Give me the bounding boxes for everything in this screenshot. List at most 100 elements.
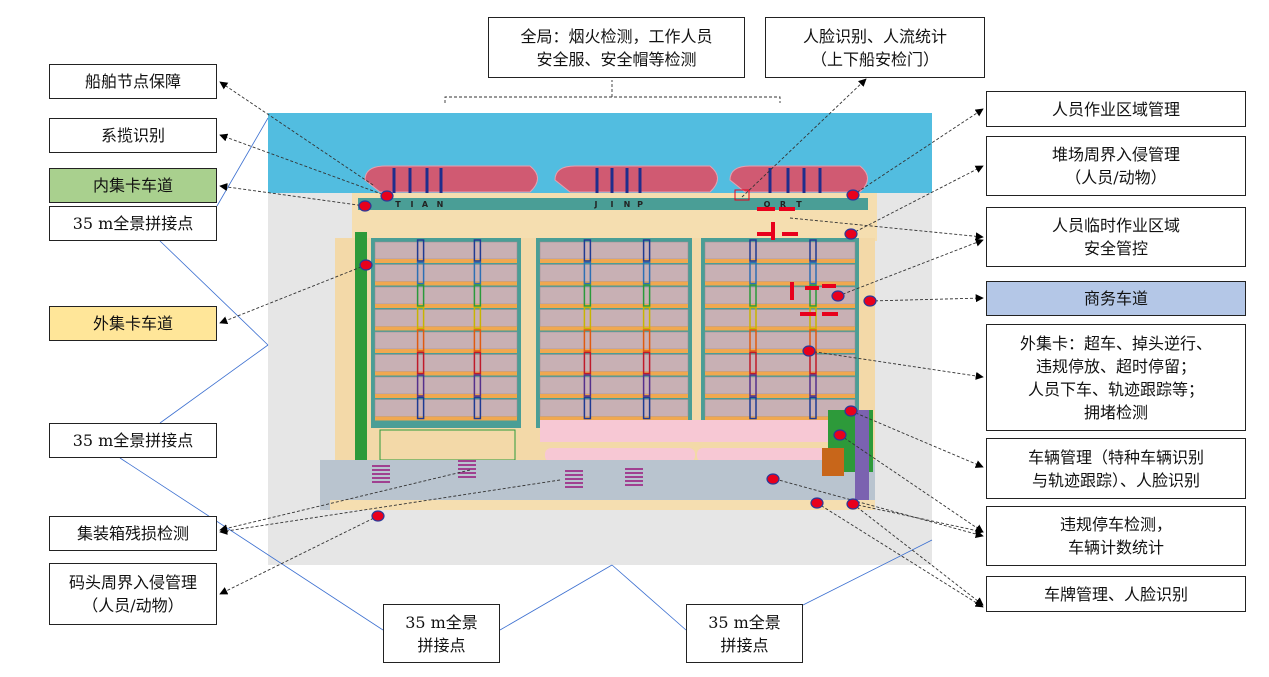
yard-lane (375, 281, 517, 286)
rtg-crane (416, 396, 425, 420)
global-detection-label: 全局：烟火检测，工作人员 安全服、安全帽等检测 (488, 17, 745, 78)
rtg-crane (583, 351, 592, 375)
yard-lane (705, 416, 855, 421)
inner-lane-quay (358, 198, 868, 210)
yard-lane (705, 371, 855, 376)
callout-arrow (850, 410, 984, 468)
quay-crane (408, 168, 412, 198)
callout-arrow (219, 515, 379, 595)
yard-lane (375, 304, 517, 308)
rtg-crane (416, 351, 425, 375)
temp-work-area-text: 人员临时作业区域 安全管控 (1051, 216, 1180, 258)
temp-work-zone-marker (779, 207, 795, 211)
camera-point-icon (846, 189, 860, 201)
face-recognition-label: 人脸识别、人流统计 （上下船安检门） (765, 17, 985, 78)
pano-link-line (611, 564, 687, 631)
yard-perimeter-label: 堆场周界入侵管理 （人员/动物） (986, 136, 1246, 196)
temp-work-zone-marker (782, 232, 798, 236)
rtg-crane (642, 374, 651, 397)
rtg-crane (473, 396, 482, 420)
rtg-crane (749, 396, 757, 420)
temp-work-zone-marker (757, 207, 775, 211)
callout-arrow (869, 294, 984, 303)
rtg-crane (416, 306, 425, 330)
quay-crane (802, 168, 806, 198)
rtg-crane (416, 329, 425, 352)
camera-point-icon (810, 497, 824, 509)
business-lane (855, 410, 869, 500)
ship (729, 165, 868, 193)
callout-arrow (219, 81, 374, 186)
outer-truck-text: 外集卡：超车、掉头逆行、 违规停放、超时停留； 人员下车、轨迹跟踪等； 拥堵检测 (1019, 333, 1212, 422)
camera-point-icon (831, 290, 845, 302)
gate-lane-marking (372, 469, 390, 471)
container-damage-text: 集装箱残损检测 (76, 524, 189, 543)
rtg-crane (416, 284, 425, 307)
gate-lane-marking (625, 480, 643, 482)
temp-work-zone-marker (757, 232, 775, 236)
camera-point-icon (844, 228, 858, 240)
quay-crane (610, 168, 614, 198)
temp-work-zone-marker (822, 312, 838, 316)
gate-building-area (379, 429, 516, 461)
illegal-parking-label: 违规停车检测， 车辆计数统计 (986, 506, 1246, 566)
terminal-letter: O (764, 200, 771, 209)
pano-point-label-1: 35 m全景拼接点 (49, 206, 217, 241)
yard-lane (705, 349, 855, 353)
rtg-crane (473, 239, 482, 262)
rtg-crane (809, 239, 817, 262)
quay-crane (392, 168, 396, 198)
gate-lane-marking (458, 468, 476, 470)
rtg-crane (642, 239, 651, 262)
green-belt (355, 232, 367, 462)
temp-work-area-label: 人员临时作业区域 安全管控 (986, 207, 1246, 267)
terminal-letter: N (624, 200, 631, 209)
pano-link-line (802, 539, 933, 606)
rtg-crane (642, 261, 651, 285)
face-recognition-text: 人脸识别、人流统计 （上下船安检门） (802, 26, 947, 69)
pano-link-line (119, 457, 384, 631)
parking-area (697, 448, 827, 462)
rtg-crane (642, 306, 651, 330)
gate-lane-marking (625, 472, 643, 474)
temp-work-zone-marker (790, 282, 794, 300)
pano-link-line (159, 344, 269, 424)
yard-lane (375, 326, 517, 331)
rtg-crane (583, 284, 592, 307)
camera-point-icon (359, 259, 373, 271)
yard-lane (705, 394, 855, 398)
terminal-letter: A (422, 200, 429, 209)
parking-area (540, 420, 830, 442)
camera-point-icon (802, 345, 816, 357)
yard-perimeter-text: 堆场周界入侵管理 （人员/动物） (1051, 145, 1180, 187)
callout-arrow (816, 502, 984, 608)
gate-lane-marking (458, 472, 476, 474)
yard-lane (540, 326, 688, 331)
quay-crane (425, 168, 429, 198)
temp-work-zone-marker (800, 312, 816, 316)
camera-point-icon (358, 200, 372, 212)
dock-perimeter-label: 码头周界入侵管理 （人员/动物） (49, 563, 217, 625)
gate-lane-marking (565, 482, 583, 484)
terminal-letter: J (594, 200, 598, 209)
quay-crane (786, 168, 790, 198)
pano-link-line (216, 117, 269, 207)
rtg-crane (473, 329, 482, 352)
callout-arrow (850, 165, 984, 235)
rtg-crane (809, 284, 817, 307)
gate-lane-marking (625, 476, 643, 478)
temp-work-zone-marker (771, 222, 775, 240)
yard-lane (705, 281, 855, 286)
rtg-crane (809, 396, 817, 420)
pano-point-text: 35 m全景 拼接点 (708, 612, 781, 655)
quay-crane (768, 168, 772, 198)
rtg-crane (809, 261, 817, 285)
vehicle-mgmt-text: 车辆管理（特种车辆识别 与轨迹跟踪）、人脸识别 (1027, 447, 1204, 490)
yard-lane (540, 416, 688, 421)
gate-lane-marking (565, 474, 583, 476)
rtg-crane (749, 284, 757, 307)
rtg-crane (473, 374, 482, 397)
rtg-crane (583, 239, 592, 262)
